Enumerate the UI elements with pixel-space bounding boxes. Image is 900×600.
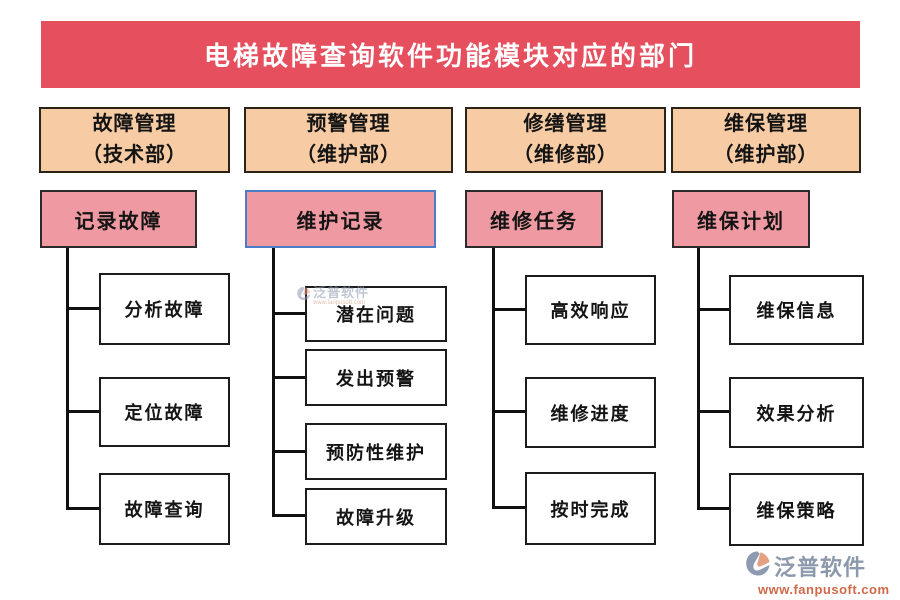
- leaf-on-time-completion: 按时完成: [525, 472, 656, 545]
- connector-line: [697, 308, 729, 311]
- leaf-efficient-response: 高效响应: [525, 275, 656, 345]
- leaf-effect-analysis: 效果分析: [729, 377, 864, 448]
- header-department: （维护部）: [296, 144, 401, 166]
- connector-line: [492, 506, 525, 509]
- connector-line: [66, 248, 69, 510]
- footer-brand-name: 泛普软件: [774, 555, 867, 580]
- connector-line: [66, 307, 99, 310]
- leaf-upkeep-strategy: 维保策略: [729, 473, 864, 546]
- module-maintenance-record: 维护记录: [245, 190, 436, 248]
- connector-line: [272, 312, 305, 315]
- header-department: （维护部）: [713, 144, 819, 166]
- column-header-upkeep-management: 维保管理 （维护部）: [671, 107, 861, 173]
- header-department: （技术部）: [82, 144, 187, 166]
- leaf-repair-progress: 维修进度: [525, 377, 656, 448]
- connector-line: [272, 514, 305, 517]
- connector-line: [66, 410, 99, 413]
- leaf-analyze-fault: 分析故障: [99, 273, 230, 345]
- leaf-potential-issues: 潜在问题: [305, 286, 447, 342]
- footer-brand-logo: 泛普软件 www.fanpusoft.com: [744, 550, 894, 597]
- leaf-locate-fault: 定位故障: [99, 377, 230, 447]
- connector-line: [66, 507, 99, 510]
- header-label: 修缮管理: [523, 113, 608, 135]
- connector-line: [697, 248, 700, 510]
- leaf-fault-escalation: 故障升级: [305, 488, 447, 545]
- connector-line: [697, 507, 729, 510]
- leaf-issue-warning: 发出预警: [305, 349, 447, 406]
- fanpu-logo-icon: [744, 550, 771, 582]
- leaf-preventive-maintenance: 预防性维护: [305, 423, 447, 480]
- connector-line: [492, 410, 525, 413]
- leaf-fault-query: 故障查询: [99, 473, 230, 545]
- column-header-fault-management: 故障管理 （技术部）: [39, 107, 230, 173]
- header-label: 维保管理: [724, 113, 808, 135]
- footer-brand-url: www.fanpusoft.com: [758, 582, 890, 597]
- column-header-repair-management: 修缮管理 （维修部）: [465, 107, 666, 173]
- connector-line: [492, 248, 495, 509]
- header-label: 预警管理: [306, 113, 391, 135]
- connector-line: [492, 308, 525, 311]
- leaf-upkeep-info: 维保信息: [729, 275, 864, 345]
- module-upkeep-plan: 维保计划: [672, 190, 810, 248]
- connector-line: [272, 376, 305, 379]
- module-repair-task: 维修任务: [465, 190, 603, 248]
- connector-line: [272, 248, 275, 517]
- column-header-warning-management: 预警管理 （维护部）: [244, 107, 453, 173]
- header-department: （维修部）: [513, 144, 618, 166]
- connector-line: [272, 450, 305, 453]
- connector-line: [697, 410, 729, 413]
- header-label: 故障管理: [92, 113, 177, 135]
- diagram-title: 电梯故障查询软件功能模块对应的部门: [41, 21, 860, 88]
- module-record-fault: 记录故障: [40, 190, 197, 248]
